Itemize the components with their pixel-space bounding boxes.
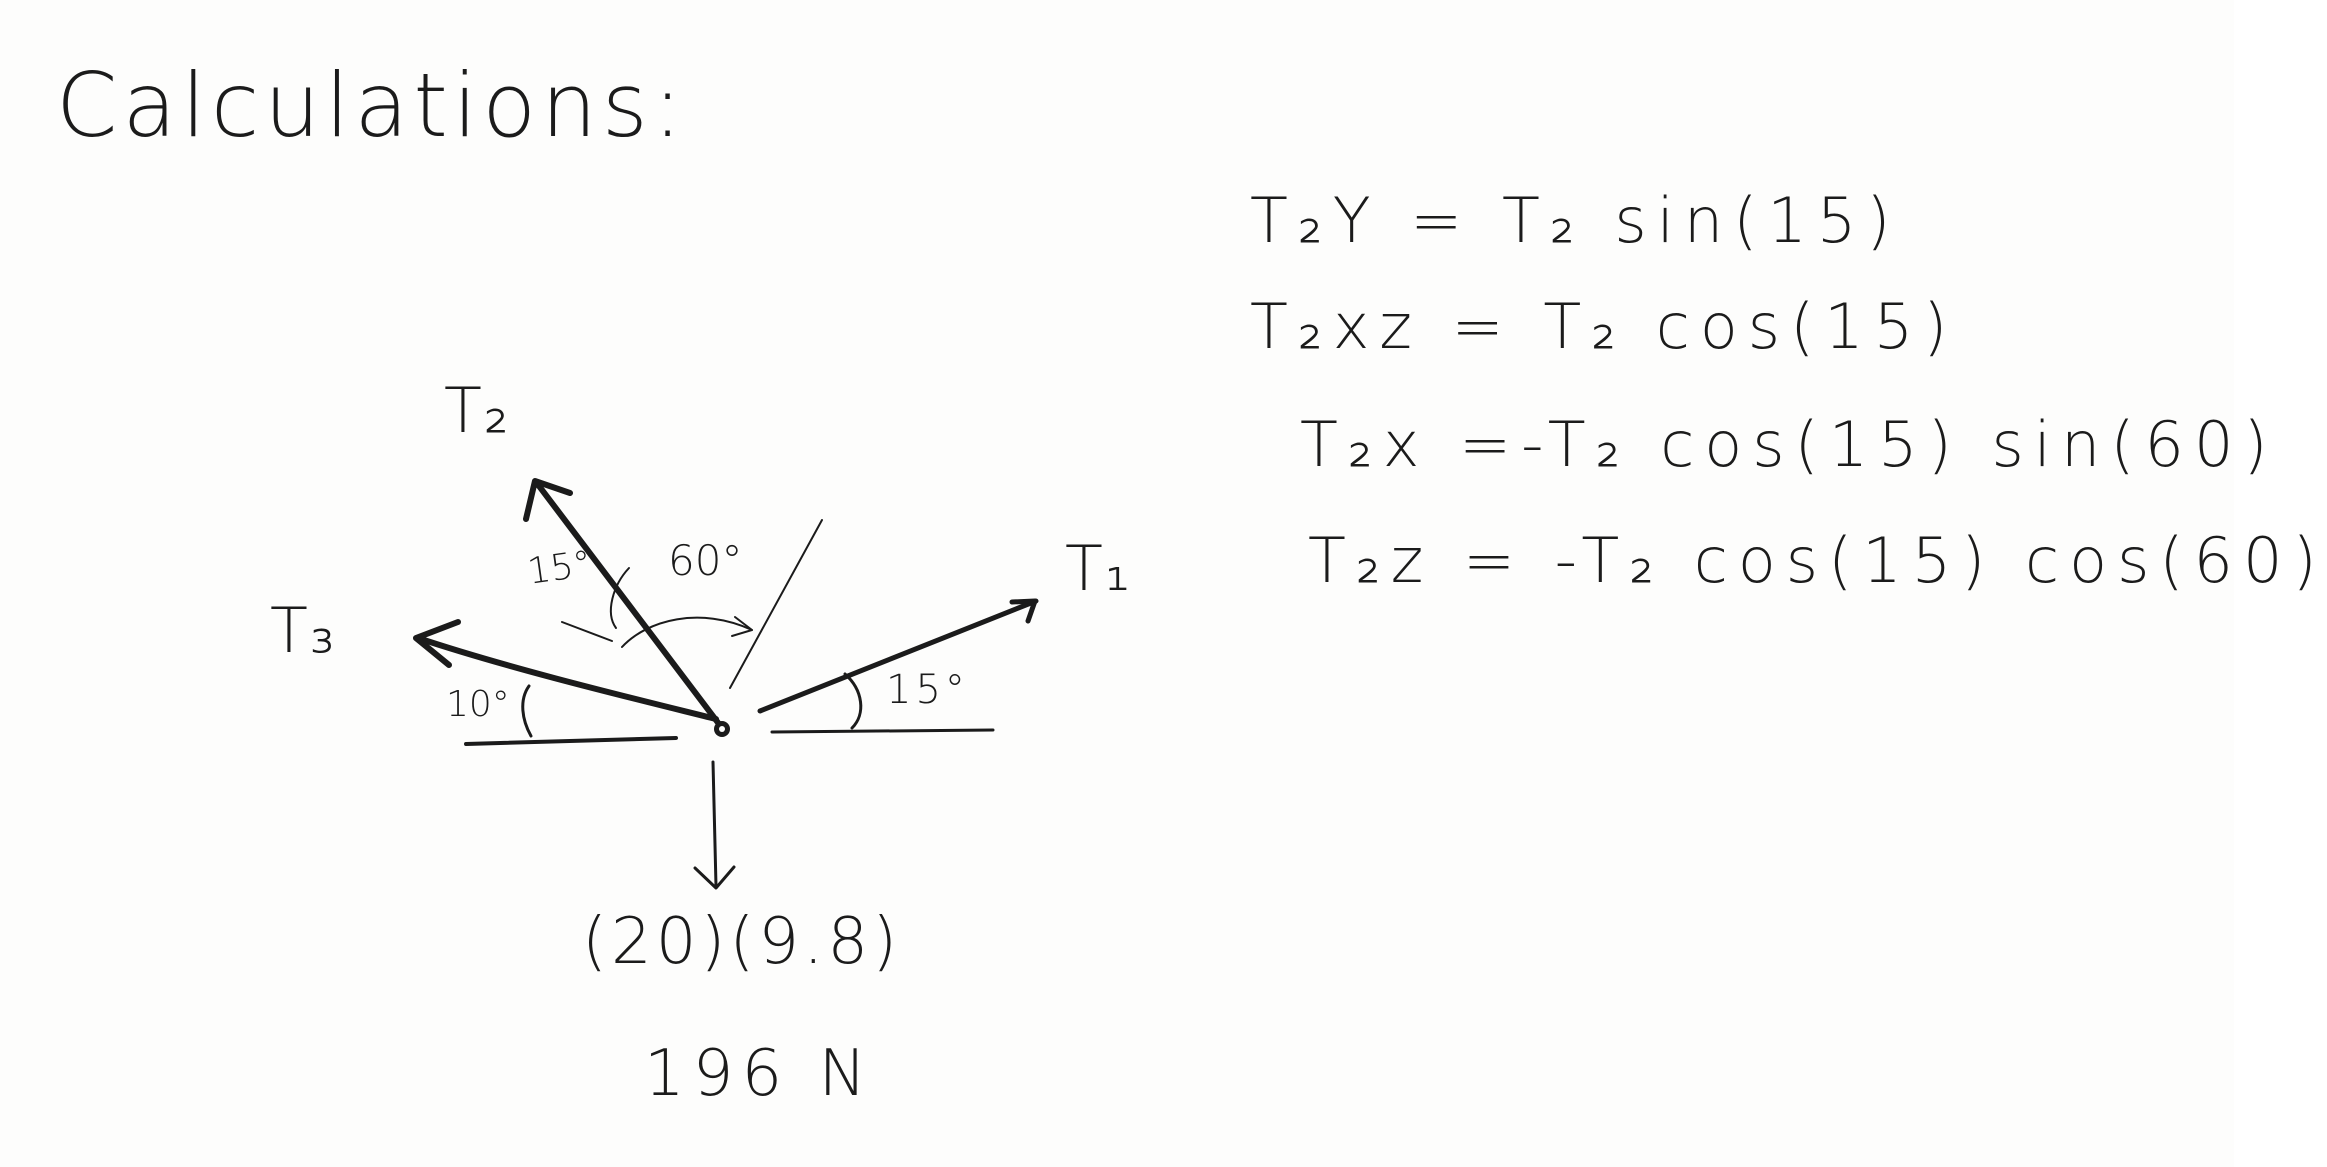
t3-arrowhead-icon <box>413 619 461 668</box>
t2-60-degree-label: 60° <box>668 536 743 585</box>
t1-angle-arc <box>843 672 863 730</box>
t3-angle-arc <box>521 684 533 738</box>
weight-result: 196 N <box>644 1037 875 1111</box>
t2-angle-arc <box>609 567 630 629</box>
equation-t2y: T₂Y = T₂ sin(15) <box>1250 184 1901 257</box>
right-horizontal-reference <box>770 728 995 734</box>
weight-expression: (20)(9.8) <box>582 905 902 979</box>
t1-arrowhead-icon <box>1009 598 1038 624</box>
equation-t2x: T₂x =-T₂ cos(15) sin(60) <box>1300 408 2278 481</box>
t3-angle-label: 10° <box>446 684 510 725</box>
t2-angle-label: 15° <box>525 543 594 593</box>
origin-point-icon <box>714 721 730 737</box>
t1-angle-label: 15° <box>886 667 969 713</box>
t2-60-degree-arc <box>621 616 753 648</box>
weight-arrowhead-icon <box>693 865 736 890</box>
t1-force-label: T₁ <box>1065 532 1132 605</box>
angle-arcs <box>521 567 863 738</box>
t2-60-degree-arrowhead-icon <box>731 616 753 637</box>
vertical-plane-reference <box>729 519 823 689</box>
t2-arrowhead-icon <box>523 478 573 522</box>
equation-t2xz: T₂xz = T₂ cos(15) <box>1250 290 1958 363</box>
t2-angle-reference <box>561 621 613 642</box>
t2-force-label: T₂ <box>444 374 511 447</box>
left-horizontal-reference <box>464 736 678 746</box>
weight-force-line <box>711 760 718 888</box>
origin-center-icon <box>719 726 725 732</box>
t2-force-line <box>533 479 725 731</box>
page-title: Calculations: <box>56 54 688 157</box>
calculation-sheet: Calculations: T₂Y = T₂ sin(15) T₂xz = T₂… <box>56 54 2317 1111</box>
t3-force-label: T₃ <box>270 594 337 667</box>
equation-t2z: T₂z = -T₂ cos(15) cos(60) <box>1308 524 2327 597</box>
